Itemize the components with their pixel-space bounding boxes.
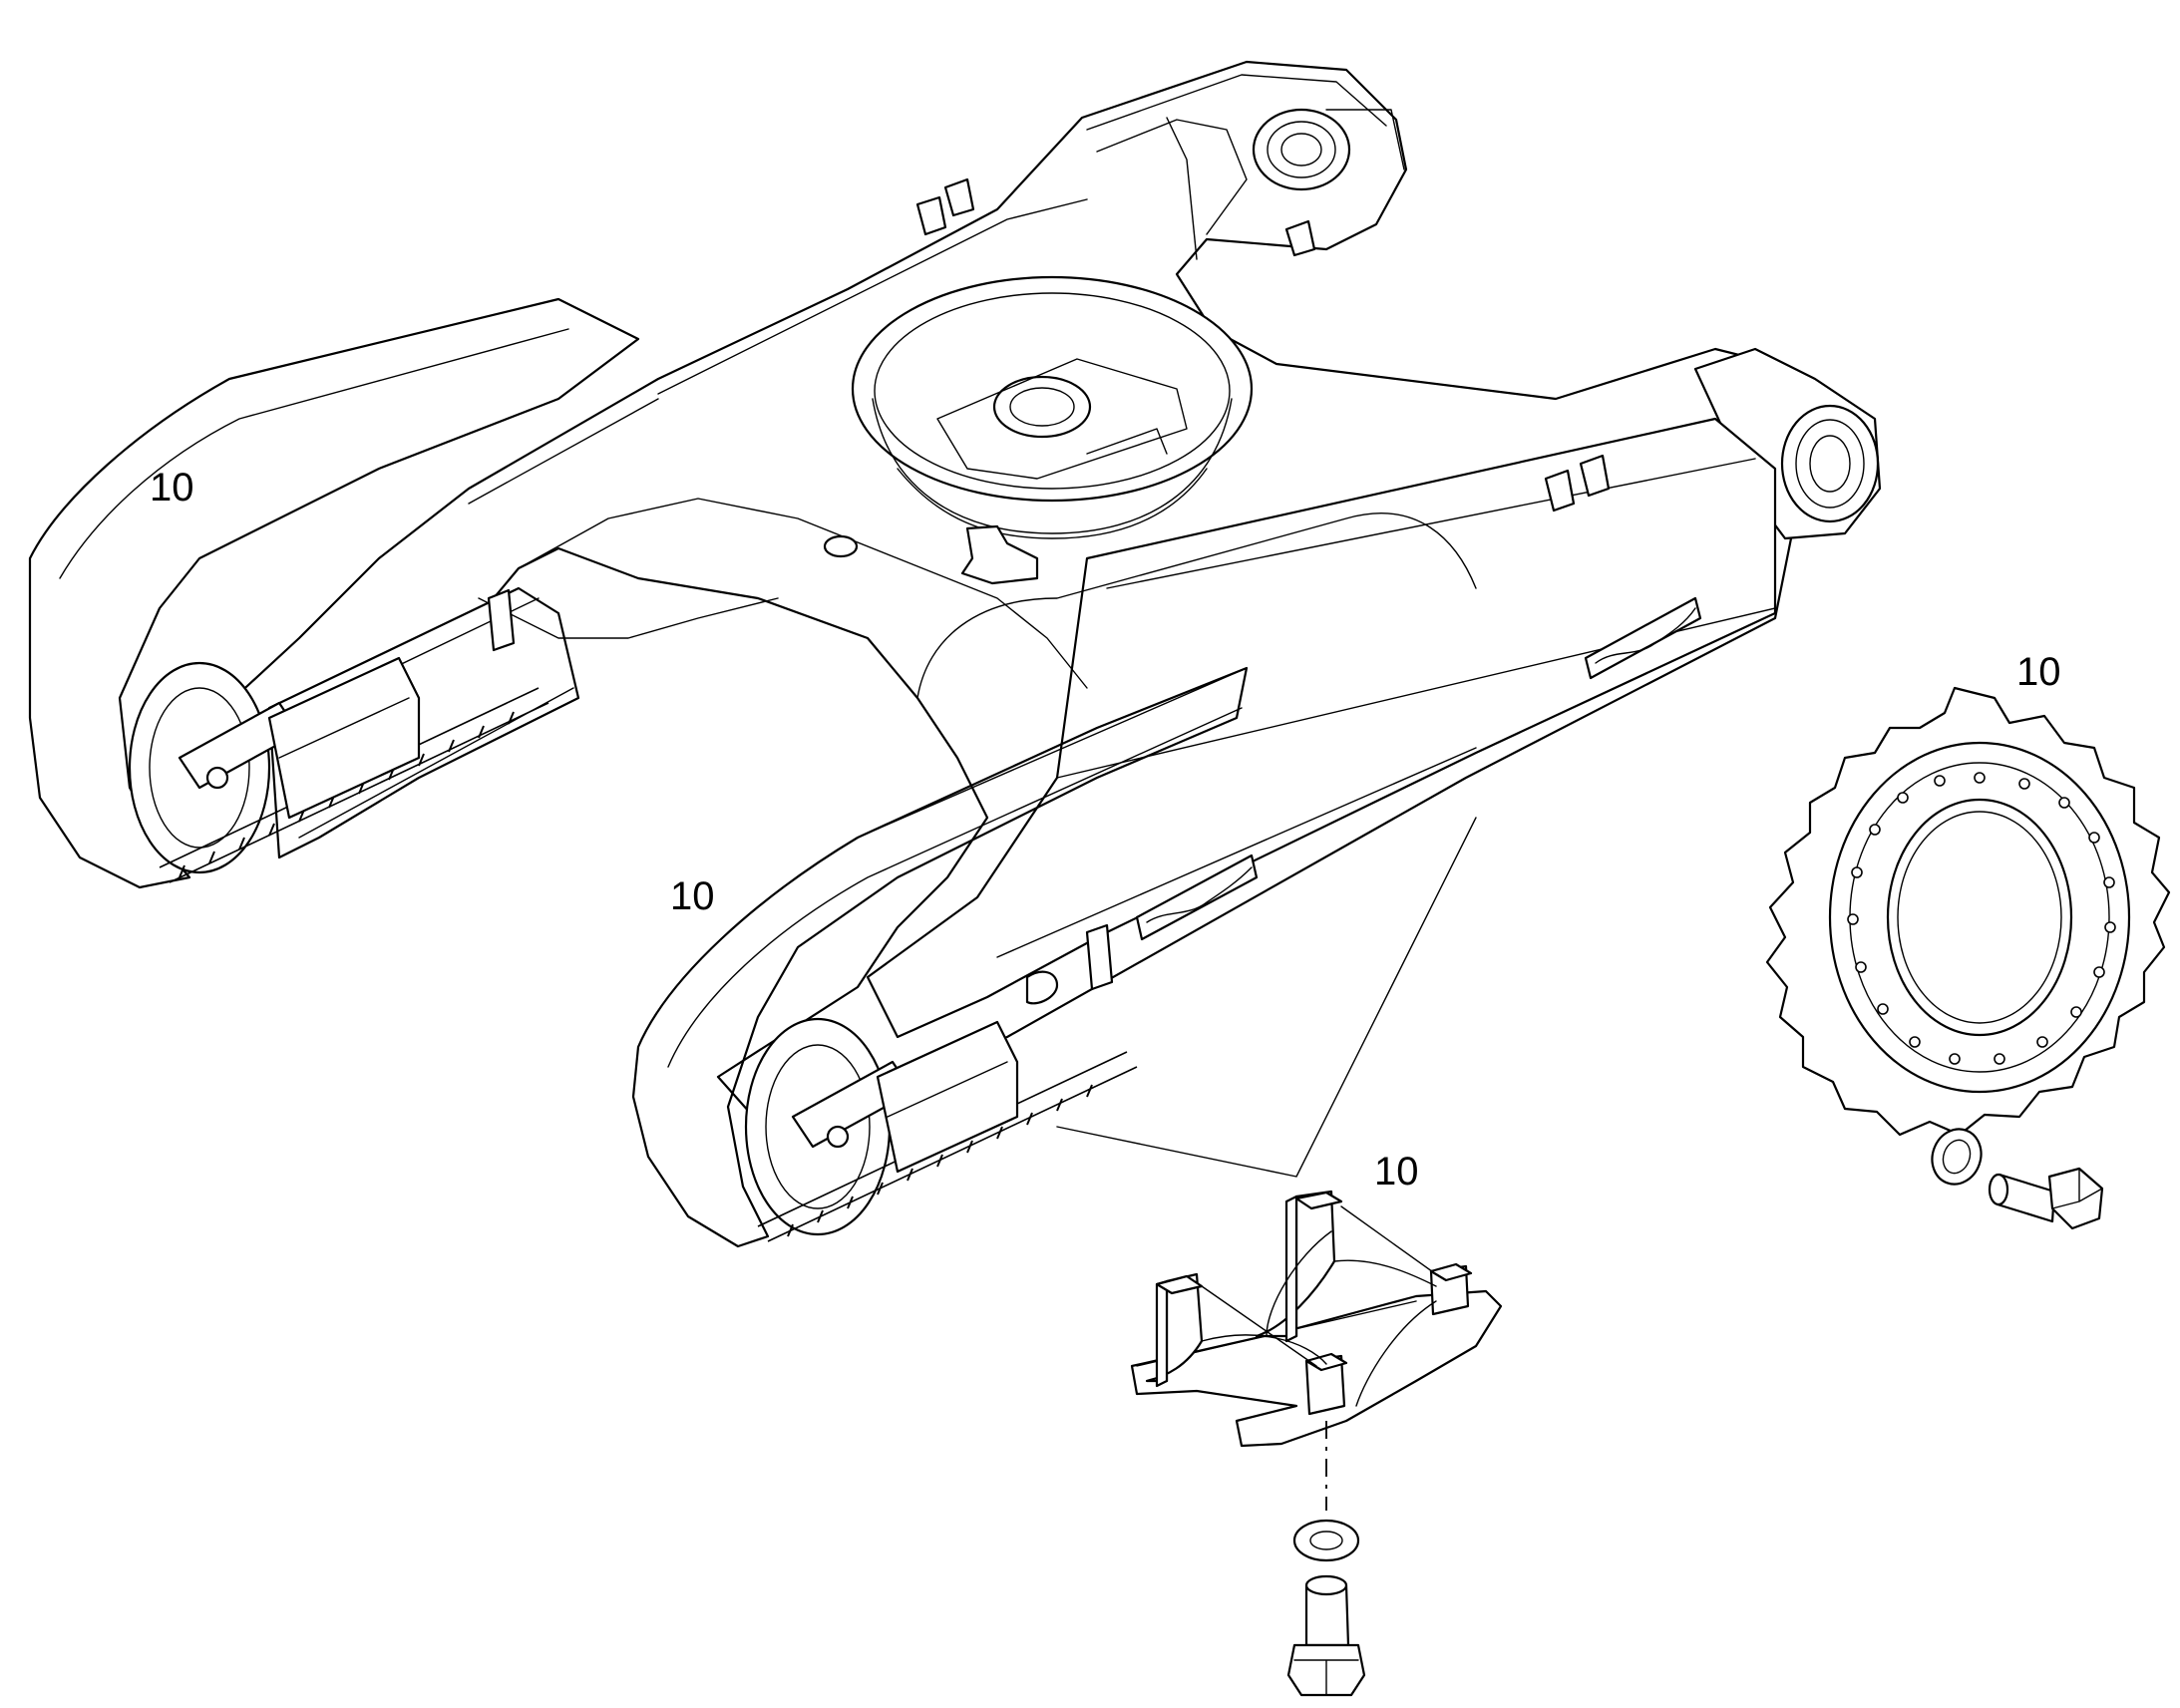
right-track — [631, 666, 1249, 1248]
slot-plate — [1135, 854, 1259, 941]
callout-track-guard: 10 — [1374, 1150, 1419, 1194]
sprocket — [1765, 686, 2171, 1137]
guard-washer — [1292, 1519, 1360, 1562]
sprocket-bolt — [1988, 1167, 2104, 1230]
guard-bolt — [1286, 1574, 1366, 1697]
track-guard — [1130, 1190, 1503, 1448]
left-track — [28, 297, 640, 889]
lifting-lug — [915, 177, 1611, 512]
callout-left-track: 10 — [150, 466, 194, 510]
callout-right-track: 10 — [670, 874, 715, 918]
swing-bearing-ring — [851, 275, 1254, 539]
slot-plate — [1584, 596, 1702, 680]
frame-bracket — [823, 524, 1039, 585]
callout-sprocket: 10 — [2016, 650, 2061, 694]
undercarriage-frame — [232, 60, 1882, 1124]
leader-line — [1056, 817, 1477, 1178]
sprocket-washer — [1931, 1128, 1983, 1186]
